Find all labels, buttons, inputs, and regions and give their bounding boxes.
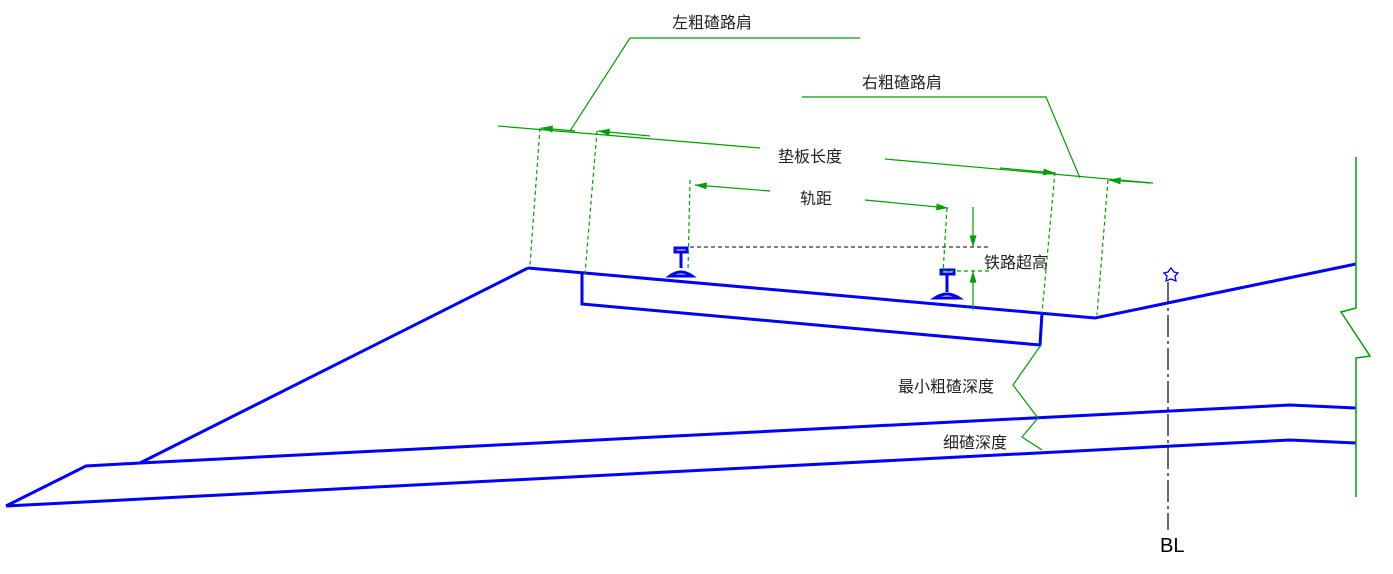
left-shoulder-leader [569, 37, 860, 132]
extension-line [529, 127, 541, 266]
gauge-label: 轨距 [800, 189, 832, 208]
subballast-bottom [5, 438, 1357, 508]
left-shoulder-label: 左粗碴路肩 [672, 13, 752, 32]
extension-line [687, 179, 691, 271]
centerline-point-icon [1162, 266, 1180, 283]
sleeper-arrow-left [597, 128, 651, 137]
track-top-surface [527, 262, 1357, 320]
sleeper-length-dim-right [884, 158, 1154, 184]
extension-line [1096, 179, 1109, 316]
min-ballast-depth-label: 最小粗碴深度 [898, 377, 994, 396]
baseline-label: BL [1160, 535, 1184, 557]
sleeper-length-label: 垫板长度 [778, 147, 842, 166]
ballast-depth-leader [1012, 344, 1042, 419]
subballast-top [5, 403, 1357, 508]
gauge-dim-left [694, 182, 771, 192]
ballast-bottom [580, 272, 1044, 347]
right-shoulder-label: 右粗碴路肩 [862, 73, 942, 92]
left-shoulder-arrow [540, 125, 576, 133]
left-rail-icon [665, 246, 697, 278]
subballast-depth-label: 细碴深度 [943, 433, 1007, 452]
superelevation-label: 铁路超高 [984, 253, 1048, 272]
extension-line [584, 130, 598, 275]
right-boundary-line [1339, 157, 1372, 497]
right-shoulder-arrow [1108, 177, 1151, 185]
sleeper-arrow-right [999, 167, 1056, 176]
extension-line [942, 207, 948, 274]
right-shoulder-leader [802, 96, 1081, 179]
right-rail-icon [930, 268, 964, 300]
sleeper-length-dim-left [497, 125, 761, 149]
gauge-dim-right [864, 199, 949, 211]
subballast-depth-leader [1021, 417, 1043, 451]
left-embankment-slope [139, 266, 529, 465]
extension-line [1041, 171, 1056, 314]
